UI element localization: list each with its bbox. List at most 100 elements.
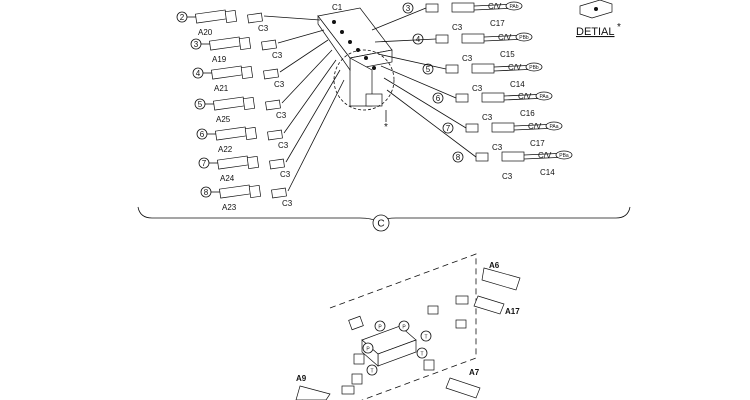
port-marker (515, 32, 533, 42)
hose-label: A20 (198, 28, 213, 37)
fitting-label: C3 (492, 143, 503, 152)
port-letter-marker (398, 320, 410, 332)
assembly-marker (372, 214, 390, 232)
fitting-label: C3 (276, 111, 287, 120)
item-number: 6 (436, 94, 441, 103)
port-label: PAb (509, 4, 518, 10)
hose-end (481, 92, 505, 103)
hose-end (491, 122, 515, 133)
port-letter-marker (374, 320, 386, 332)
fitting (265, 99, 281, 111)
port-letter: P (402, 325, 406, 331)
hose-end (213, 96, 245, 111)
port-letter: T (370, 369, 373, 375)
item-number-marker (442, 122, 454, 134)
fitting (267, 129, 283, 141)
port-letter-marker (362, 342, 374, 354)
fitting (247, 12, 263, 24)
hose-end (217, 155, 249, 170)
item-number: 5 (426, 65, 431, 74)
fitting-label: C3 (274, 80, 285, 89)
hose-label: C17 (490, 19, 505, 28)
port-marker (545, 121, 563, 131)
item-number-marker (402, 2, 414, 14)
item-number-marker (412, 33, 424, 45)
hose-end (461, 33, 485, 44)
hose-label: A21 (214, 84, 229, 93)
hose-end (195, 9, 227, 24)
port-label: PAa (549, 124, 558, 130)
hose-end (211, 65, 243, 80)
port-letter: P (366, 347, 370, 353)
hose-label: C14 (510, 80, 525, 89)
detail-title: DETIAL (576, 26, 615, 38)
hose-end (471, 63, 495, 74)
hose-end (219, 184, 251, 199)
hose-label: C14 (540, 168, 555, 177)
item-number: 3 (194, 40, 199, 49)
hose-label-a9: A9 (296, 374, 307, 383)
item-number: 8 (204, 188, 209, 197)
manifold-block (317, 7, 393, 107)
hose-end (215, 126, 247, 141)
item-number-marker (452, 151, 464, 163)
hose-label: C16 (520, 109, 535, 118)
item-number-marker (432, 92, 444, 104)
fitting-label: C3 (280, 170, 291, 179)
hose-label-a17: A17 (505, 307, 520, 316)
hose-end (501, 151, 525, 162)
fitting-label: C3 (472, 84, 483, 93)
item-number: 7 (446, 124, 451, 133)
item-number: 6 (200, 130, 205, 139)
hose-label: A24 (220, 174, 235, 183)
fitting (435, 34, 449, 44)
fitting-label: C3 (482, 113, 493, 122)
valve-label: C/V (538, 151, 552, 160)
port-marker (525, 62, 543, 72)
fitting-label: C3 (462, 54, 473, 63)
fitting-label: C3 (502, 172, 513, 181)
port-letter: T (424, 335, 427, 341)
item-number: 7 (202, 159, 207, 168)
hose-label: A19 (212, 55, 227, 64)
hose-label-a6: A6 (489, 261, 500, 270)
port-letter-marker (420, 330, 432, 342)
valve-label: C/V (508, 63, 522, 72)
port-marker (535, 91, 553, 101)
hose-label: C15 (500, 50, 515, 59)
port-label: PAa (539, 94, 548, 100)
fitting (269, 158, 285, 170)
manifold-label: C1 (332, 3, 343, 12)
detail-inset (579, 0, 613, 19)
port-marker (505, 1, 523, 11)
detail-star: * (384, 122, 388, 133)
fitting-label: C3 (278, 141, 289, 150)
port-label: PBa (559, 153, 569, 159)
port-label: PBb (519, 35, 529, 41)
item-number: 4 (196, 69, 201, 78)
valve-label: C/V (518, 92, 532, 101)
hose-label: A25 (216, 115, 231, 124)
assembly-marker-label: C (377, 219, 384, 230)
item-number-marker (422, 63, 434, 75)
hose-label: A23 (222, 203, 237, 212)
fitting-label: C3 (258, 24, 269, 33)
fitting (261, 39, 277, 51)
hose-label-a7: A7 (469, 368, 480, 377)
fitting (465, 123, 479, 133)
item-number: 8 (456, 153, 461, 162)
item-number: 2 (180, 13, 185, 22)
fitting (263, 68, 279, 80)
